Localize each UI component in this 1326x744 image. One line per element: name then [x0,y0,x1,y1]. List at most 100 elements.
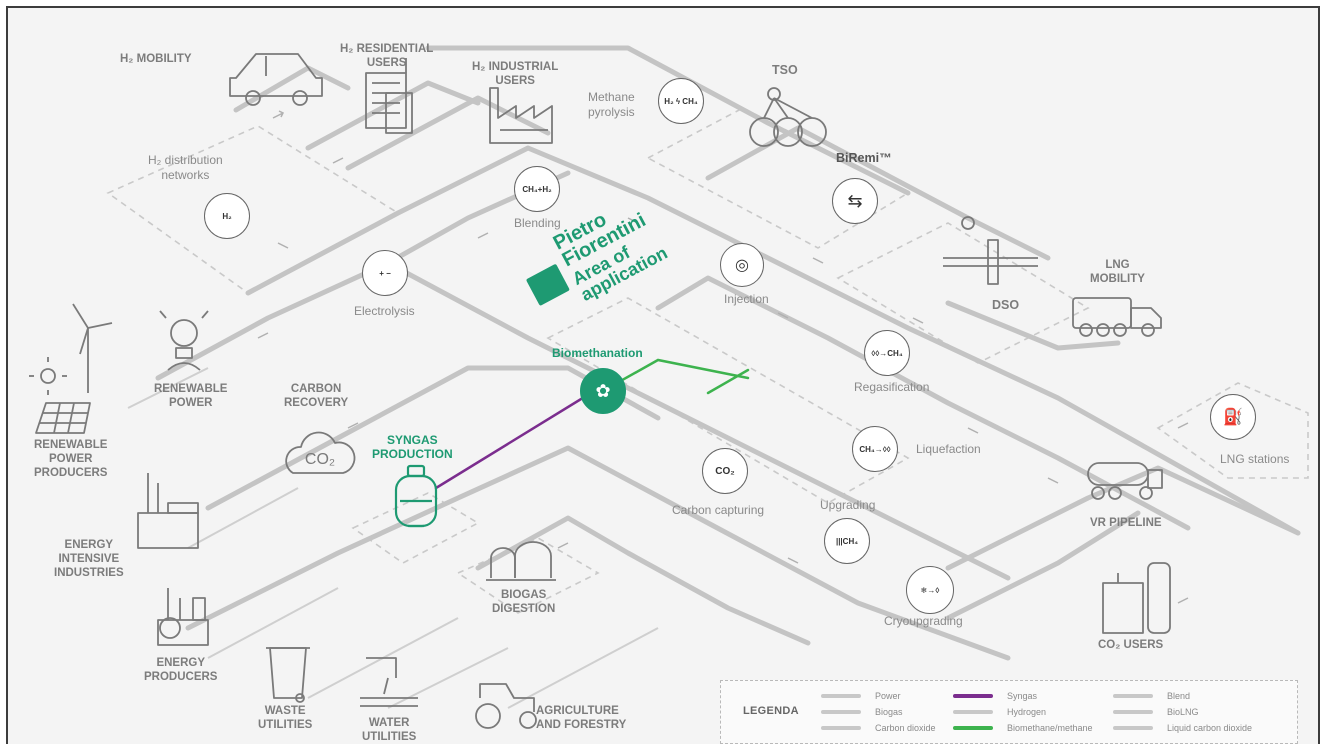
zone-h2-networks [106,125,400,294]
arrow-7 [812,257,824,264]
routes [155,45,1301,661]
spur-1 [127,367,209,409]
electrolysis-node[interactable]: + − [362,250,408,296]
city-icon [365,58,413,134]
cryoupgrading-node[interactable]: ❄→◊ [906,566,954,614]
sun-icon [29,357,67,395]
legend-swatch [821,710,861,714]
syngas-cylinder-icon [394,464,438,528]
label-carbon-capturing: Carbon capturing [672,503,765,517]
legend-swatch [821,694,861,698]
arrow-3 [477,232,489,239]
spurs [127,367,659,709]
liquefaction-node[interactable]: CH₄→◊◊ [852,426,898,472]
label-liquefaction: Liquefaction [916,442,981,456]
legend-swatch [953,694,993,698]
legend-item: Liquid carbon dioxide [1113,721,1252,735]
legend-item: Syngas [953,689,1037,703]
zone-tso [646,107,910,249]
legend-label: Power [875,691,901,701]
legend-item: Biomethane/methane [953,721,1093,735]
label-biomethanation: Biomethanation [552,346,643,360]
h2-distribution-node[interactable]: H₂ [204,193,250,239]
legend-item: Biogas [821,705,903,719]
bin-icon [266,647,310,703]
label-carbon-recovery: CARBON RECOVERY [284,383,349,409]
blending-node[interactable]: CH₄+H₂ [514,166,560,212]
co2-users-icon [1102,562,1171,634]
regasification-node[interactable]: ◊◊→CH₄ [864,330,910,376]
route-mid [385,260,1011,581]
zone-dso [836,222,1090,364]
arrow-5 [277,242,289,249]
biomethanation-node[interactable]: ✿ [580,368,626,414]
arrow-15 [347,422,359,429]
legend-swatch [1113,726,1153,730]
zone-center [546,297,910,504]
legend-item: Carbon dioxide [821,721,936,735]
methane-pyrolysis-node[interactable]: H₂ ϟ CH₄ [658,78,704,124]
route-biogas [475,515,811,646]
spur-5 [387,647,509,709]
route-h2-mobility [233,65,351,113]
arrow-1 [272,110,285,119]
legend-label: Liquid carbon dioxide [1167,723,1253,733]
lightbulb-icon [159,310,209,371]
label-waste-utilities: WASTE UTILITIES [258,705,313,731]
route-main-ne [245,145,1301,536]
legend-title: LEGENDA [743,705,799,717]
legend-item: Power [821,689,901,703]
label-blending: Blending [514,216,561,230]
route-industrial [345,95,551,171]
label-agriculture: AGRICULTURE AND FORESTRY [536,705,627,731]
legend-item: Blend [1113,689,1190,703]
route-dso-up [705,125,1051,261]
carbon-cloud-text: CO₂ [304,451,336,468]
arrow-17 [777,312,789,319]
label-dso: DSO [992,298,1020,312]
label-upgrading: Upgrading [820,498,876,512]
carbon-capturing-node[interactable]: CO₂ [702,448,748,494]
label-cryoupgrading: Cryoupgrading [884,614,963,628]
legend-label: Biomethane/methane [1007,723,1093,733]
tanker-truck-icon [1087,462,1163,500]
legend-label: Carbon dioxide [875,723,936,733]
legend-label: Syngas [1007,691,1038,701]
label-regasification: Regasification [854,380,930,394]
label-lng-mobility: LNG MOBILITY [1090,259,1145,285]
route-east [945,465,1301,571]
route-lng-mobility [945,300,1121,351]
syngas-flow [434,394,588,490]
spur-2 [187,487,299,549]
lng-station-node[interactable]: ⛽ [1210,394,1256,440]
label-h2-residential: H₂ RESIDENTIAL USERS [340,43,434,69]
route-bottom [185,445,1011,661]
biomethane-branch [706,368,750,395]
industry-icon [137,473,199,549]
network-diagram [29,45,1309,729]
legend-swatch [953,726,993,730]
legend-label: BioLNG [1167,707,1199,717]
label-renewable-power: RENEWABLE POWER [154,383,228,409]
label-h2-mobility: H₂ MOBILITY [120,53,192,65]
arrow-10 [1047,477,1059,484]
arrow-4 [257,332,269,339]
dso-valve-icon [943,216,1038,285]
upgrading-node[interactable]: |||CH₄ [824,518,870,564]
arrow-11 [787,557,799,564]
legend-item: Hydrogen [953,705,1046,719]
legend-label: Biogas [875,707,903,717]
label-biogas-digestion: BIOGAS DIGESTION [492,589,556,615]
spur-3 [207,587,339,659]
biremi-node[interactable]: ⇆ [832,178,878,224]
arrow-2 [332,157,344,164]
label-injection: Injection [724,292,769,306]
zone-syngas [351,492,480,564]
label-syngas-production: SYNGAS PRODUCTION [372,433,453,461]
label-energy-producers: ENERGY PRODUCERS [144,657,218,683]
legend-label: Hydrogen [1007,707,1047,717]
biogas-tank-icon [486,541,556,581]
injection-node[interactable]: ◎ [720,243,764,287]
power-plant-icon [157,588,209,646]
